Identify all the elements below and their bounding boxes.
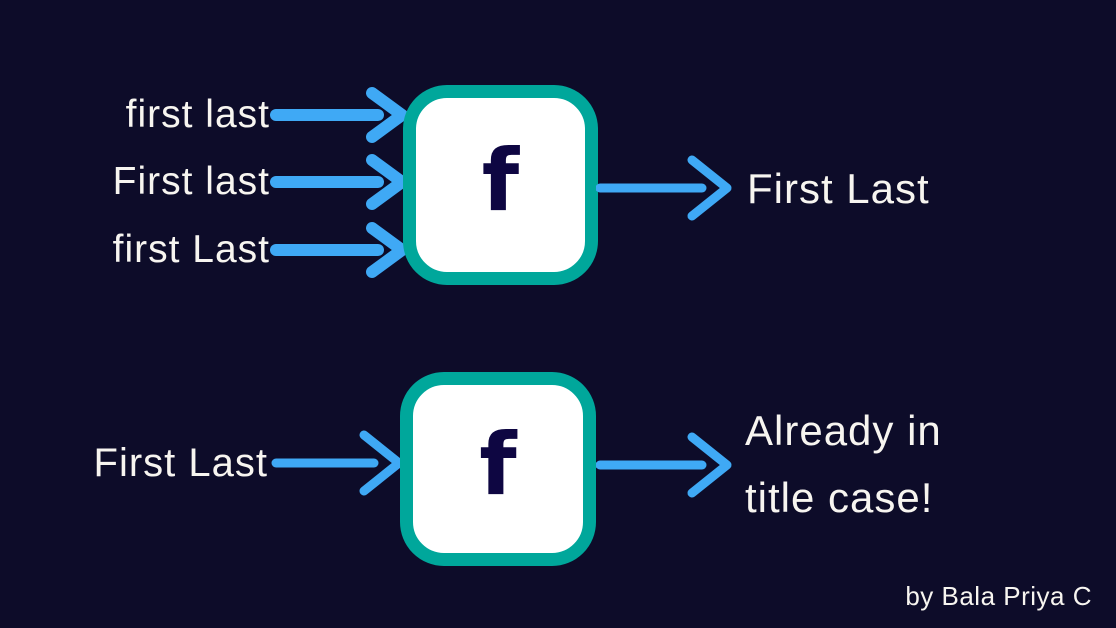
arrow-head	[687, 155, 732, 221]
arrow-head	[366, 87, 408, 143]
bottom-input-arrow-icon	[271, 430, 404, 496]
top-output-label: First Last	[747, 165, 930, 212]
bottom-output-line-1: Already in	[745, 407, 942, 454]
bottom-output-text: Already in title case!	[745, 397, 942, 531]
top-input-label-2: First last	[112, 160, 270, 203]
arrow-head	[687, 432, 732, 498]
top-input-arrow-2-icon	[270, 154, 408, 210]
top-input-arrow-1-icon	[270, 87, 408, 143]
function-box-top: f	[403, 85, 598, 285]
arrow-head	[366, 154, 408, 210]
bottom-output-arrow-icon	[596, 432, 732, 498]
bottom-input-label: First Last	[93, 441, 268, 485]
top-input-label-3: first Last	[112, 228, 270, 271]
function-box-bottom: f	[400, 372, 596, 566]
arrow-head	[366, 222, 408, 278]
function-symbol: f	[479, 415, 517, 515]
top-input-label-1: first last	[125, 93, 270, 136]
author-credit: by Bala Priya C	[905, 581, 1092, 611]
top-input-arrow-3-icon	[270, 222, 408, 278]
function-symbol: f	[481, 131, 520, 231]
top-output-arrow-icon	[596, 155, 732, 221]
arrow-head	[359, 430, 404, 496]
bottom-output-line-2: title case!	[745, 474, 934, 521]
